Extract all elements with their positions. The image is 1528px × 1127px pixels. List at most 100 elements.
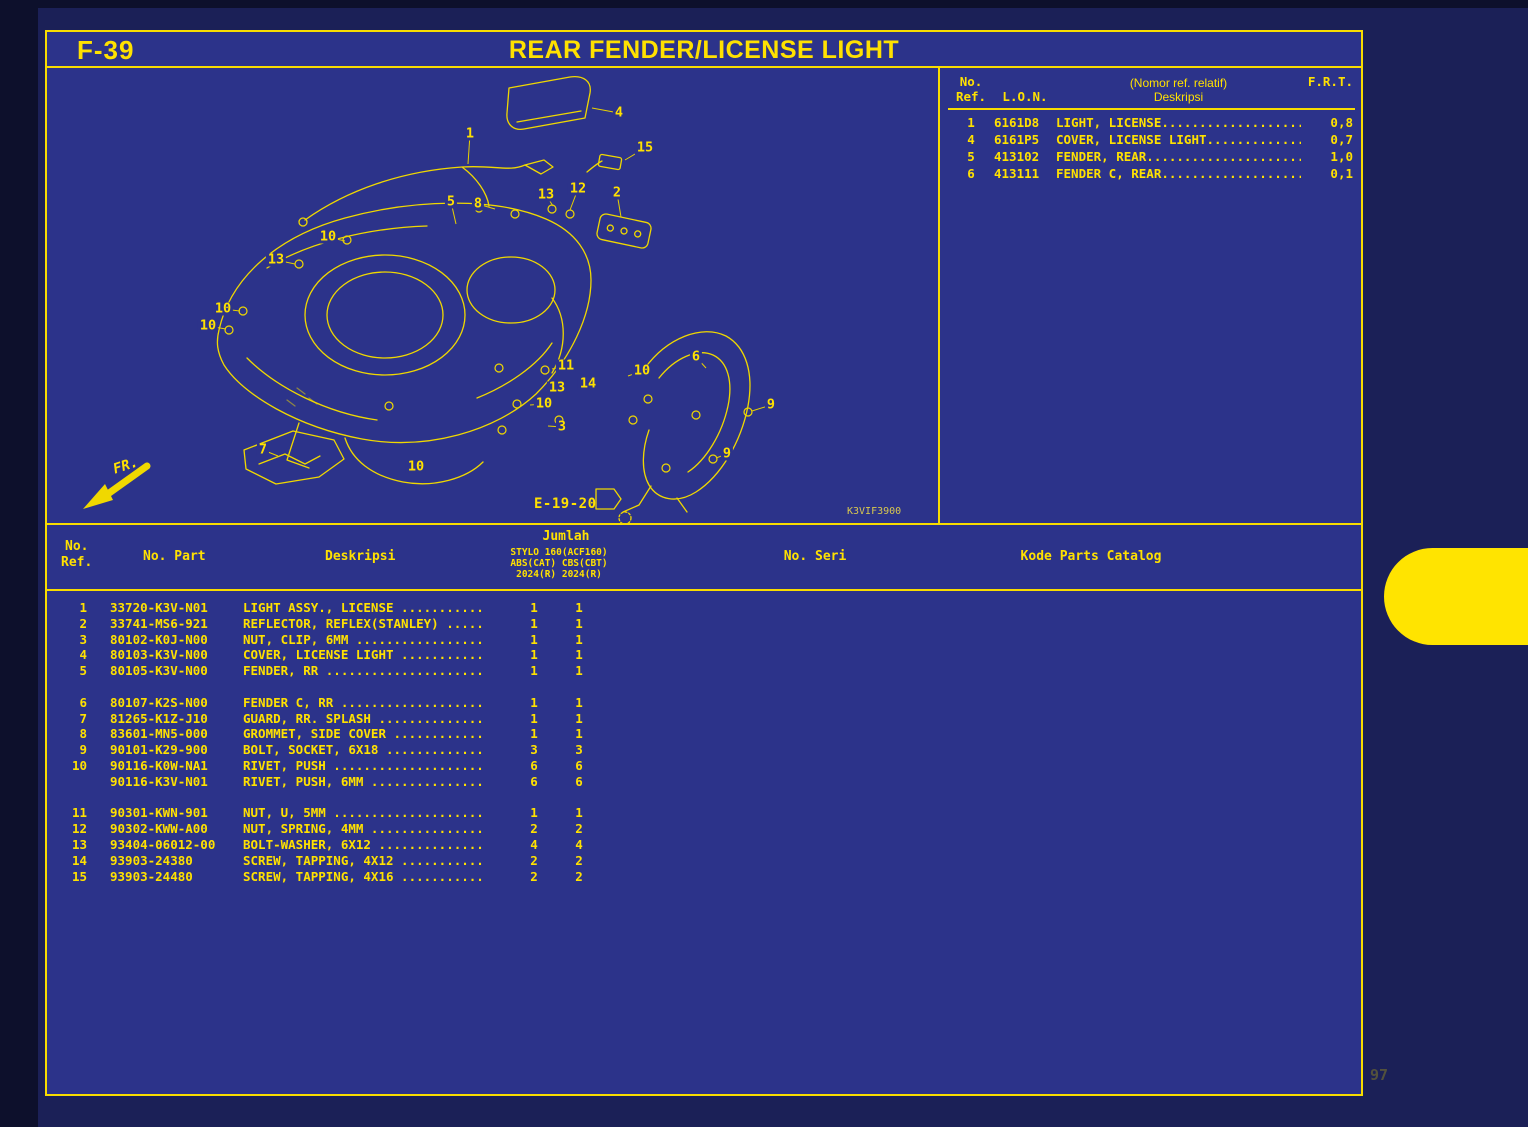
part-number: 93404-06012-00 — [110, 836, 216, 852]
diagram-callout-13: 13 — [535, 186, 557, 203]
diagram-callout-12: 12 — [567, 180, 589, 197]
screen-edge-shadow-left — [0, 0, 38, 1127]
row-group-gap — [47, 679, 1361, 695]
part-description: SCREW, TAPPING, 4X12 ........... — [243, 852, 484, 868]
col-header-seri: No. Seri — [783, 549, 847, 564]
part-number: 93903-24480 — [110, 868, 193, 884]
qty-abs: 1 — [530, 726, 538, 742]
diagram-callout-4: 4 — [612, 104, 626, 121]
qty-abs: 2 — [530, 852, 538, 868]
part-description: COVER, LICENSE LIGHT............. — [1056, 132, 1301, 147]
lon-code: 413111 — [994, 166, 1040, 181]
ref-no: 15 — [71, 868, 87, 884]
ref-no: 5 — [79, 663, 87, 679]
parts-table-header: No. Ref. No. Part Deskripsi Jumlah STYLO… — [47, 525, 1361, 591]
col-header-kode: Kode Parts Catalog — [1020, 549, 1162, 564]
diagram-callout-11: 11 — [555, 357, 577, 374]
part-description: FENDER C, RR ................... — [243, 694, 484, 710]
parts-table-row: 14 93903-24380 SCREW, TAPPING, 4X12 ......… — [47, 853, 1361, 869]
qty-cbs: 1 — [575, 647, 583, 663]
ref-no: 12 — [71, 821, 87, 837]
part-description: GROMMET, SIDE COVER ............ — [243, 726, 484, 742]
qty-cbs: 1 — [575, 631, 583, 647]
diagram-callout-10: 10 — [197, 317, 219, 334]
ref-no: 4 — [79, 647, 87, 663]
lon-code: 413102 — [994, 149, 1040, 164]
ref-table-header-noref: No. Ref. — [955, 74, 987, 104]
qty-abs: 2 — [530, 821, 538, 837]
parts-table-row: 7 81265-K1Z-J10 GUARD, RR. SPLASH ........… — [47, 711, 1361, 727]
ref-no: 2 — [79, 615, 87, 631]
screen-edge-shadow-top — [0, 0, 1528, 8]
page-code: F-39 — [77, 35, 135, 65]
qty-abs: 3 — [530, 742, 538, 758]
part-description: FENDER, REAR..................... — [1056, 149, 1301, 164]
part-description: LIGHT ASSY., LICENSE ........... — [243, 600, 484, 615]
ref-no: 13 — [71, 836, 87, 852]
vertical-divider — [938, 68, 940, 523]
qty-cbs: 2 — [575, 852, 583, 868]
qty-abs: 1 — [530, 710, 538, 726]
col-header-jumlah: Jumlah — [542, 529, 590, 544]
part-number: 80105-K3V-N00 — [110, 663, 208, 679]
diagram-callout-13: 13 — [265, 251, 287, 268]
part-description: NUT, CLIP, 6MM ................. — [243, 631, 484, 647]
qty-abs: 1 — [530, 631, 538, 647]
part-number: 90301-KWN-901 — [110, 805, 208, 821]
ref-no: 11 — [71, 805, 87, 821]
part-description: RIVET, PUSH .................... — [243, 757, 484, 773]
col-subheader-years: 2024(R) 2024(R) — [516, 569, 602, 580]
ref-no: 3 — [79, 631, 87, 647]
ref-no: 6 — [79, 694, 87, 710]
row-group-gap — [47, 790, 1361, 806]
diagram-callout-13: 13 — [546, 379, 568, 396]
diagram-callout-5: 5 — [444, 193, 458, 210]
qty-abs: 1 — [530, 663, 538, 679]
diagram-code: K3VIF3900 — [847, 506, 902, 517]
part-description: BOLT-WASHER, 6X12 .............. — [243, 836, 484, 852]
catalog-page-panel: F-39 REAR FENDER/LICENSE LIGHT — [45, 30, 1363, 1096]
part-number: 81265-K1Z-J10 — [110, 710, 208, 726]
qty-cbs: 1 — [575, 694, 583, 710]
part-number: 93903-24380 — [110, 852, 193, 868]
page-header: F-39 REAR FENDER/LICENSE LIGHT — [47, 32, 1361, 68]
qty-cbs: 1 — [575, 615, 583, 631]
diagram-callout-9: 9 — [764, 396, 778, 413]
part-description: GUARD, RR. SPLASH .............. — [243, 710, 484, 726]
part-description: FENDER C, REAR................... — [1056, 166, 1301, 181]
qty-cbs: 6 — [575, 773, 583, 789]
ref-no: 7 — [79, 710, 87, 726]
ref-table-header-frt: F.R.T. — [1307, 74, 1353, 89]
ref-table-row: 6 413111 FENDER C, REAR...................… — [948, 165, 1355, 182]
ref-table: No. Ref. L.O.N. (Nomor ref. relatif) Des… — [940, 68, 1361, 523]
diagram-callout-3: 3 — [555, 418, 569, 435]
diagram-callout-8: 8 — [471, 195, 485, 212]
ref-no: 6 — [967, 166, 975, 181]
part-number: 80102-K0J-N00 — [110, 631, 208, 647]
diagram-callout-10: 10 — [533, 395, 555, 412]
diagram-callout-10: 10 — [317, 228, 339, 245]
ref-no: 8 — [79, 726, 87, 742]
page-pull-tab[interactable] — [1384, 548, 1528, 645]
col-header-ref: Ref. — [61, 555, 93, 570]
cross-reference-label: E-19-20 — [534, 496, 597, 512]
part-number: 90302-KWW-A00 — [110, 821, 208, 837]
part-number: 80103-K3V-N00 — [110, 647, 208, 663]
diagram-callout-2: 2 — [610, 184, 624, 201]
qty-abs: 1 — [530, 805, 538, 821]
qty-abs: 4 — [530, 836, 538, 852]
diagram-callout-7: 7 — [256, 441, 270, 458]
qty-cbs: 2 — [575, 821, 583, 837]
col-header-deskripsi: Deskripsi — [325, 549, 396, 564]
qty-abs: 2 — [530, 868, 538, 884]
ref-no: 14 — [71, 852, 87, 868]
